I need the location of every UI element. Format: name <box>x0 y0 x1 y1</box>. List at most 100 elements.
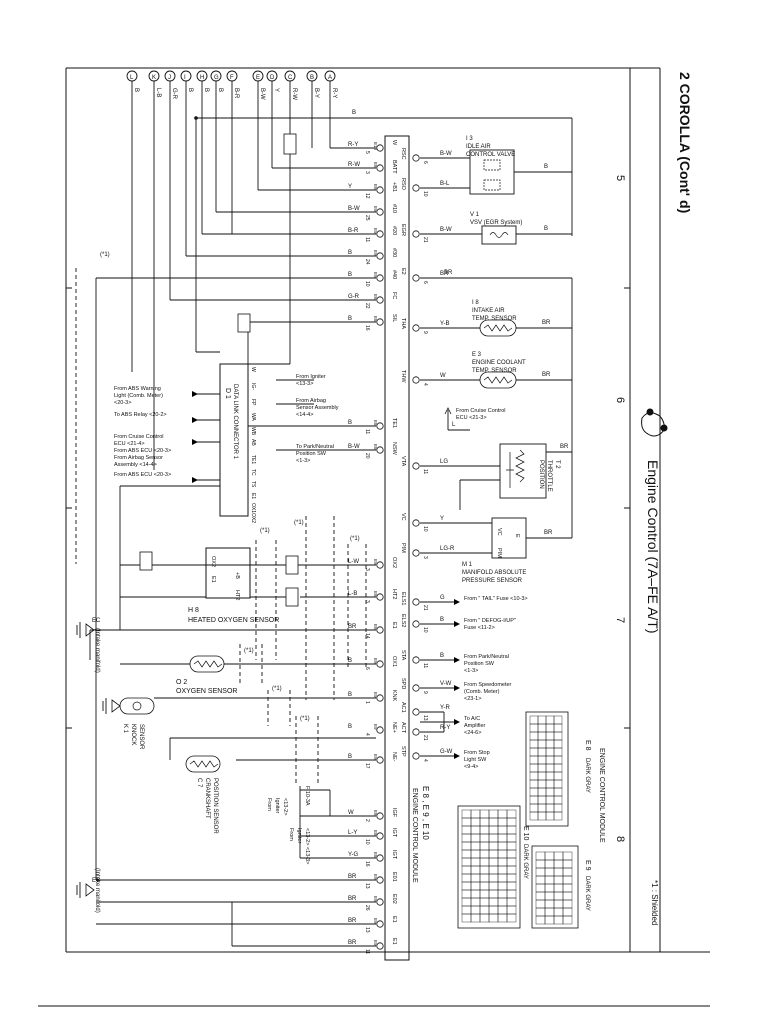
e9-connector-color: DARK GRAY <box>584 876 590 911</box>
section-title: Engine Control (7A–FE A/T) <box>645 460 661 634</box>
top-connector-K <box>148 70 160 82</box>
ecm-left-pin-num-24: 11 <box>364 949 370 954</box>
top-connector-L <box>126 70 138 82</box>
heated-o2-pin-ox2: OX2 <box>210 556 216 567</box>
e9-cell-8-0 <box>535 915 546 925</box>
e10-connector-color: DARK GRAY <box>522 844 528 879</box>
right-signal-ac_amp-2: <24-6> <box>464 730 481 736</box>
ecm-right-pin-num-7: 10 <box>422 526 428 532</box>
e10-cell-1-4 <box>497 817 508 827</box>
iac-l2: CONTROL VALVE <box>466 152 515 158</box>
ecm-left-pin-13 <box>376 626 384 634</box>
ecm-left-pin-name-18: IGF <box>391 808 397 818</box>
e8-cell-4-3 <box>553 747 563 757</box>
ecm-left-pin-conn-15: E9 <box>373 692 378 698</box>
heated-o2-pin-b: +B <box>234 572 240 579</box>
ecm-left-pin-16 <box>376 726 384 734</box>
e10-cell-10-3 <box>488 889 499 899</box>
coolant-code: E 3 <box>472 352 482 358</box>
ecm-left-pin-num-23: 13 <box>364 927 370 933</box>
e9-cell-4-2 <box>553 883 564 893</box>
e10-cell-8-2 <box>479 873 490 883</box>
arrow-left-signal-0 <box>192 391 198 397</box>
e8-cell-8-1 <box>537 779 547 789</box>
e10-cell-12-3 <box>488 905 499 915</box>
e9-cell-5-3 <box>562 891 573 901</box>
top-wire-color-5: B <box>217 88 223 92</box>
ecm-right-pin-num-3: 6 <box>422 281 428 284</box>
top-connector-E <box>252 70 264 82</box>
ecm-right-pin-name-14: ACT <box>400 722 406 734</box>
heated-o2-label: HEATED OXYGEN SENSOR <box>188 617 279 624</box>
top-connector-label-D: D <box>270 75 275 81</box>
crank-l2: POSITION SENSOR <box>212 778 218 834</box>
ecm-right-pin-name-4: THA <box>400 318 406 329</box>
ecm-left-pin-name-8: SIL <box>391 314 397 322</box>
ecm-left-pin-conn-19: E8 <box>373 830 378 836</box>
ecm-right-pin-6 <box>412 462 420 470</box>
map-code: M 1 <box>462 562 473 568</box>
ecm-left-wire-color-21: BR <box>348 874 357 880</box>
ecm-left-pin-name-17: NE- <box>391 752 397 762</box>
page-frame <box>38 67 710 1007</box>
e8-cell-1-0 <box>529 723 539 733</box>
ecm-left-pin-conn-5: E9 <box>373 250 378 256</box>
e8-cell-10-1 <box>537 795 547 805</box>
e9-cell-8-3 <box>562 915 573 925</box>
ecm-right-pin-name-8: PIM <box>400 543 406 553</box>
e9-cell-7-0 <box>535 907 546 917</box>
crank-sensor-zigzag <box>189 760 219 768</box>
ecm-right-pin-5 <box>412 376 420 384</box>
ecm-right-pin-9 <box>412 598 420 606</box>
e8-cell-4-0 <box>529 747 539 757</box>
ecm-right-pin-10 <box>412 620 420 628</box>
ecm-left-wire-color-20: Y-G <box>348 852 358 858</box>
e10-cell-7-3 <box>488 865 499 875</box>
top-connector-label-E: E <box>256 75 260 81</box>
e8-cell-7-3 <box>553 771 563 781</box>
e8-cell-6-0 <box>529 763 539 773</box>
ecm-right-wire-color-15: G-W <box>440 749 453 755</box>
e10-cell-11-4 <box>497 897 508 907</box>
ecm-left-pin-conn-4: E9 <box>373 228 378 234</box>
top-wire-color-10: B-Y <box>313 88 319 98</box>
o2-sensor-code: O 2 <box>176 679 187 686</box>
e9-cell-2-1 <box>544 867 555 877</box>
e8-cell-11-1 <box>537 803 547 813</box>
e10-cell-6-1 <box>470 857 481 867</box>
map-pin-vc: VC <box>496 528 502 536</box>
top-connector-H <box>196 70 208 82</box>
left-signal-cruise_etc-0: From Cruise Control <box>114 434 164 440</box>
ecm-right-wire-color-5: W <box>440 373 446 379</box>
connector-views <box>457 711 579 929</box>
ecm-right-wire-color-7: Y <box>440 516 444 522</box>
ecm-left-pin-conn-24: E9 <box>373 940 378 946</box>
ecm-codes: E 8 , E 9 , E 10 <box>421 786 430 840</box>
ecm-left-pin-num-14: 6 <box>364 667 370 670</box>
dlc-label: DATA LINK CONNECTOR 1 <box>232 384 238 460</box>
top-connector-label-J: J <box>168 75 171 81</box>
ecm-left-pin-num-18: 2 <box>364 819 370 822</box>
e10-cell-5-5 <box>506 849 517 859</box>
dlc-pin-7: TC <box>250 469 256 476</box>
ecm-right-pin-name-9: ELS1 <box>400 592 406 605</box>
e8-cell-11-2 <box>545 803 555 813</box>
ecm-left-wire-color-9: B <box>348 420 352 426</box>
top-wire-color-0: B <box>133 88 139 92</box>
ecm-left-pin-name-4: #20 <box>391 226 397 235</box>
ecm-right-pin-num-15: 4 <box>422 759 428 762</box>
ecm-left-pin-num-19: 10 <box>364 839 370 845</box>
e10-cell-9-5 <box>506 881 517 891</box>
ecm-left-pin-name-24: E1 <box>391 938 397 945</box>
ecm-left-wire-color-13: BR <box>348 624 357 630</box>
e8-cell-1-1 <box>537 723 547 733</box>
ecm-right-pin-15 <box>412 752 420 760</box>
ecm-left-pin-conn-7: E8 <box>373 294 378 300</box>
e8-cell-10-0 <box>529 795 539 805</box>
fuse-connector-i1 <box>283 133 297 155</box>
right-signal-ac_amp-0: To A/C <box>464 716 480 722</box>
ecm-left-pin-num-8: 16 <box>364 325 370 331</box>
ecm-left-pin-18 <box>376 812 384 820</box>
